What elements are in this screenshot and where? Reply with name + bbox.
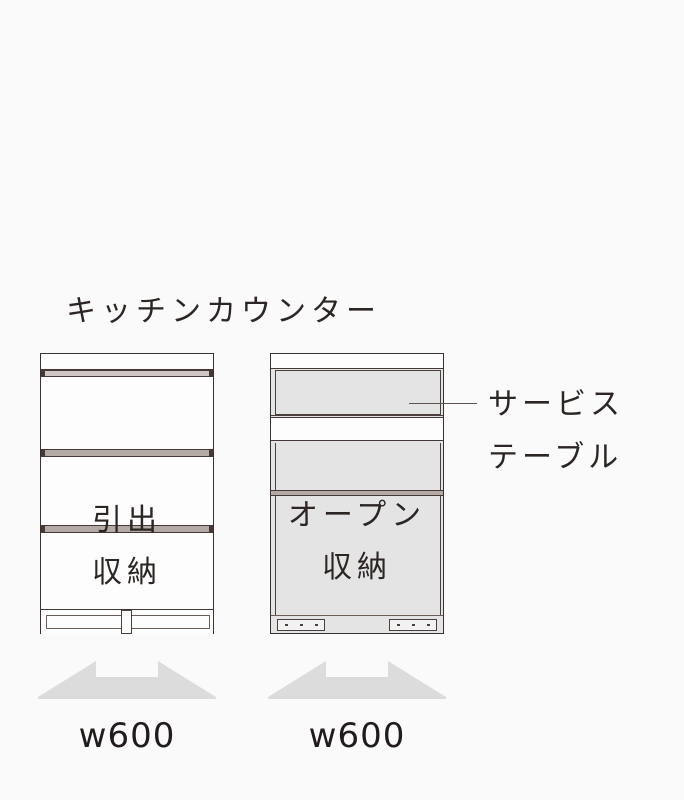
foot-left [277, 619, 325, 631]
stile-right-3 [209, 525, 213, 533]
width-arrow-drawer-unit [38, 657, 216, 699]
drawer-gap-3 [41, 525, 213, 533]
drawer-gap-2 [41, 449, 213, 457]
open-unit-label-line1: オープン [287, 498, 427, 533]
stile-left-1 [41, 370, 45, 377]
stile-left-2 [41, 449, 45, 457]
foot-screw-dot [412, 623, 415, 627]
drawer-unit-label-line2: 収納 [92, 555, 162, 590]
service-table-band [271, 417, 443, 441]
open-unit-label-line2: 収納 [322, 550, 392, 585]
drawer-face-1 [41, 377, 213, 449]
cavity-base-rule [271, 615, 443, 616]
open-unit-label: オープン 収納 [270, 490, 444, 594]
countertop-slab [41, 354, 213, 370]
foot-right [389, 619, 437, 631]
drawer-unit-label: 引出 収納 [40, 495, 214, 599]
upper-drawer-base-rule [271, 415, 443, 416]
drawer-gap-1 [41, 370, 213, 377]
double-headed-horizontal-arrow-icon [38, 661, 216, 699]
plinth-center-divider [121, 610, 132, 634]
double-headed-horizontal-arrow-icon [268, 661, 446, 699]
drawer-face-3 [41, 533, 213, 609]
callout-line1: サービス [488, 387, 624, 422]
upper-drawer-face [275, 370, 441, 415]
callout-line2: テーブル [488, 440, 623, 475]
stile-right-2 [209, 449, 213, 457]
service-table-callout: サービス テーブル [488, 378, 624, 484]
foot-screw-dot [300, 623, 303, 627]
drawer-unit-drawing [40, 353, 214, 635]
foot-screw-dot [315, 623, 318, 627]
open-unit-drawing [270, 353, 444, 634]
open-cavity [275, 496, 441, 615]
shelf-divider-band [271, 490, 443, 496]
foot-screw-dot [285, 623, 288, 627]
countertop-slab [271, 354, 443, 369]
foot-screw-dot [427, 623, 430, 627]
drawer-unit-label-line1: 引出 [92, 503, 162, 538]
foot-screw-dot [397, 623, 400, 627]
stile-left-3 [41, 525, 45, 533]
width-arrow-open-unit [268, 657, 446, 699]
open-shelf-upper [275, 443, 441, 490]
page-title: キッチンカウンター [66, 294, 381, 329]
callout-leader-line [409, 403, 477, 404]
drawer-face-2 [41, 457, 213, 525]
stile-right-1 [209, 370, 213, 377]
width-label-open-unit: w600 [308, 716, 406, 756]
width-label-drawer-unit: w600 [78, 716, 176, 756]
